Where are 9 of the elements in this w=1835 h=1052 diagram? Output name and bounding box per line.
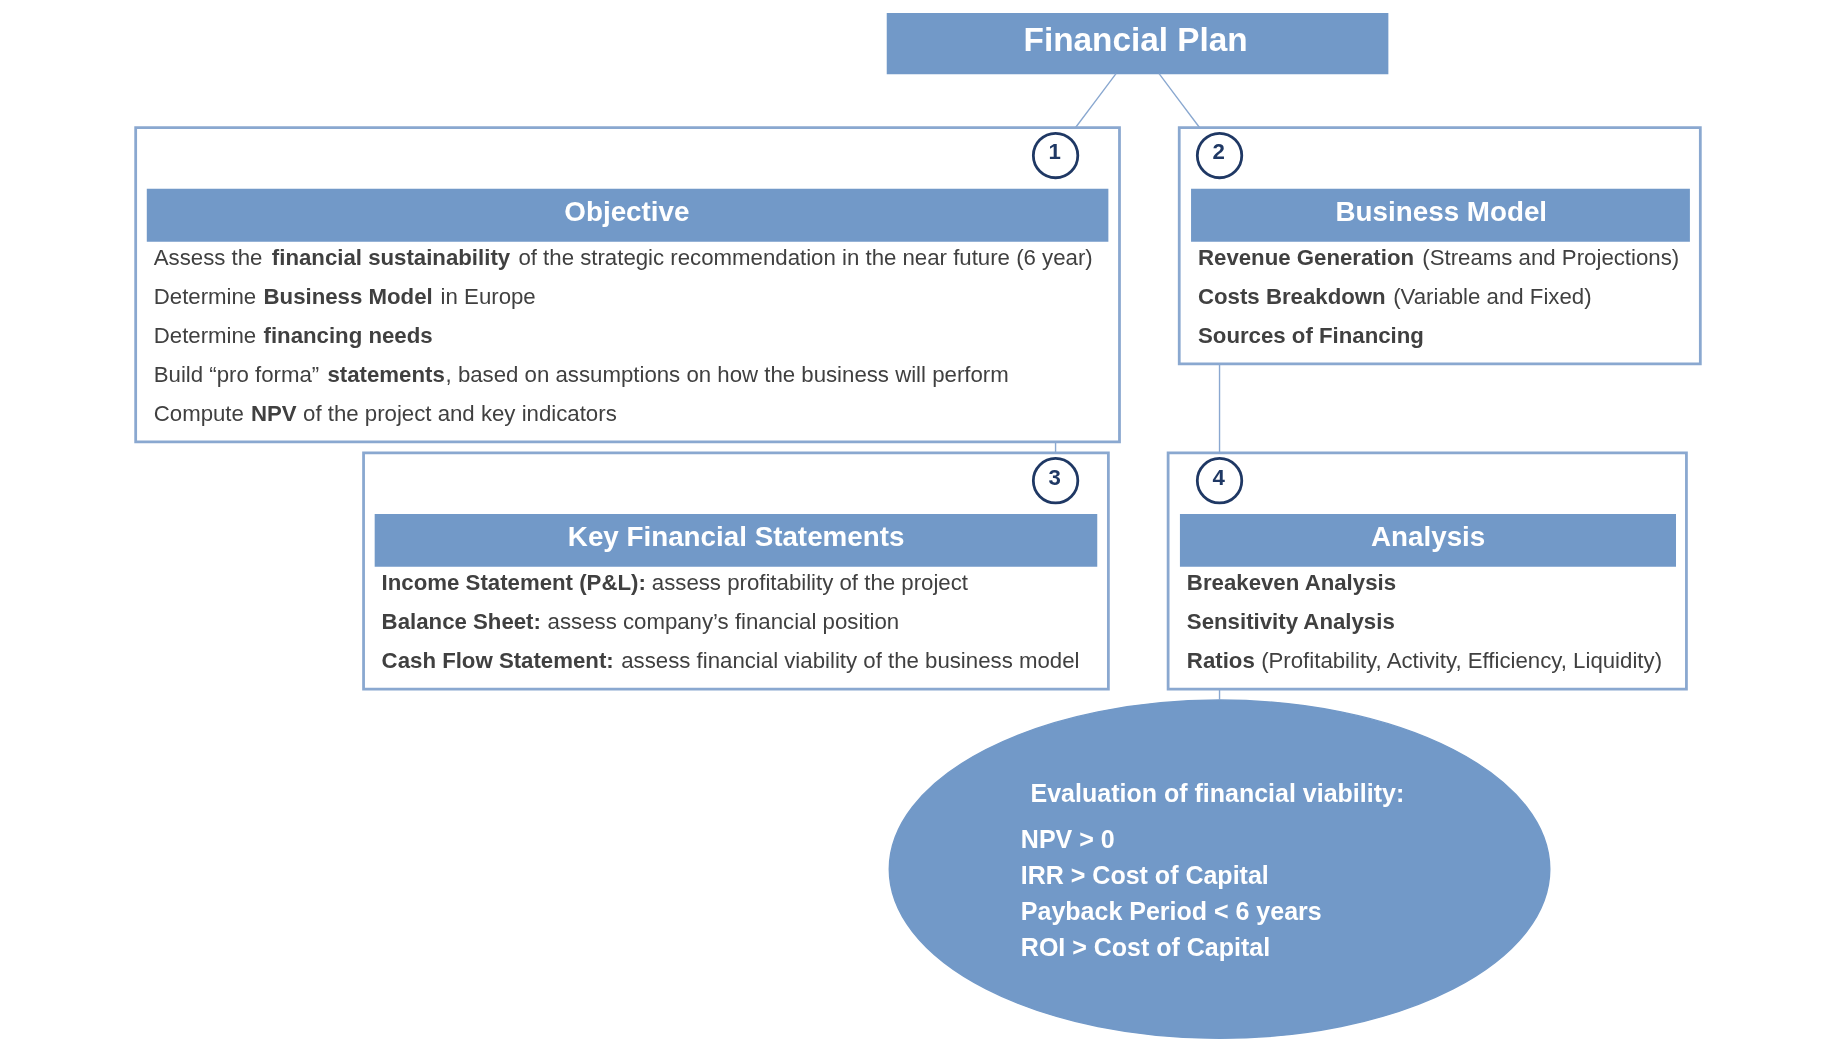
node-circle: 4: [1195, 457, 1243, 505]
node-circle: 2: [1195, 131, 1243, 180]
connector: [1157, 73, 1200, 129]
node-box: Financial Plan: [886, 13, 1388, 75]
connector: [1218, 363, 1220, 454]
connector: [1074, 73, 1117, 129]
node-ellipse: Evaluation of financial viability: NPV > 0 IRR > Cost of Capital Payback Period < 6 years ROI > Cost of Capital: [888, 699, 1550, 1040]
node-circle: 3: [1031, 457, 1079, 505]
node-circle: 1: [1031, 131, 1079, 180]
